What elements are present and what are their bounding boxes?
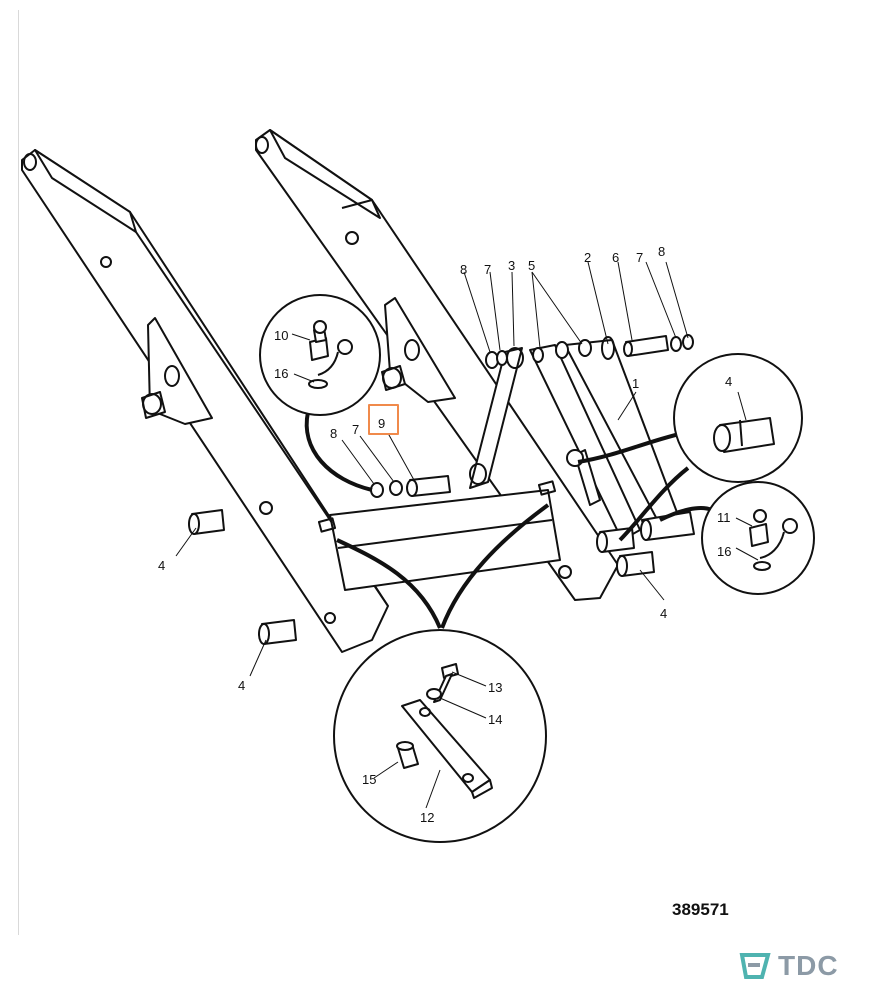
callout-7-c: 7	[352, 422, 359, 437]
callout-8-c: 8	[330, 426, 337, 441]
highlight-box	[368, 404, 399, 435]
callout-4-c: 4	[660, 606, 667, 621]
drawing-number: 389571	[672, 900, 729, 919]
detail-circle-retaining-plate	[333, 629, 547, 843]
tdc-mark-icon	[739, 953, 771, 979]
callout-1: 1	[632, 376, 639, 391]
tdc-logo: TDC	[738, 950, 839, 982]
callout-14: 14	[488, 712, 502, 727]
detail-circle-bushing	[673, 353, 803, 483]
right-boom-arm	[255, 129, 619, 601]
callout-7-b: 7	[636, 250, 643, 265]
detail-circle-grease-nipple-b	[701, 481, 815, 595]
callout-leaders	[175, 261, 759, 809]
callout-7-a: 7	[484, 262, 491, 277]
callout-8-b: 8	[658, 244, 665, 259]
tdc-logo-text: TDC	[778, 950, 839, 981]
bushing-left-upper	[188, 509, 225, 535]
tilt-link-left	[469, 347, 524, 489]
pin-group-top	[485, 334, 694, 369]
bushing-right-c	[640, 511, 695, 541]
callout-16-b: 16	[717, 544, 731, 559]
callout-11: 11	[717, 510, 731, 525]
callout-12: 12	[420, 810, 434, 825]
cross-tube	[317, 480, 561, 591]
callout-9: 9	[378, 416, 385, 431]
callout-5: 5	[528, 258, 535, 273]
callout-10: 10	[274, 328, 288, 343]
callout-3: 3	[508, 258, 515, 273]
callout-4-a: 4	[158, 558, 165, 573]
callout-13: 13	[488, 680, 502, 695]
callout-6: 6	[612, 250, 619, 265]
pin-group-middle	[370, 475, 451, 498]
callout-15: 15	[362, 772, 376, 787]
callout-16-a: 16	[274, 366, 288, 381]
detail-circle-grease-nipple-a	[259, 294, 381, 416]
callout-4-d: 4	[725, 374, 732, 389]
page-border	[18, 10, 19, 935]
callout-8-a: 8	[460, 262, 467, 277]
bushing-right-b	[616, 551, 655, 577]
callout-4-b: 4	[238, 678, 245, 693]
callout-2: 2	[584, 250, 591, 265]
bushing-left-lower	[258, 619, 297, 645]
